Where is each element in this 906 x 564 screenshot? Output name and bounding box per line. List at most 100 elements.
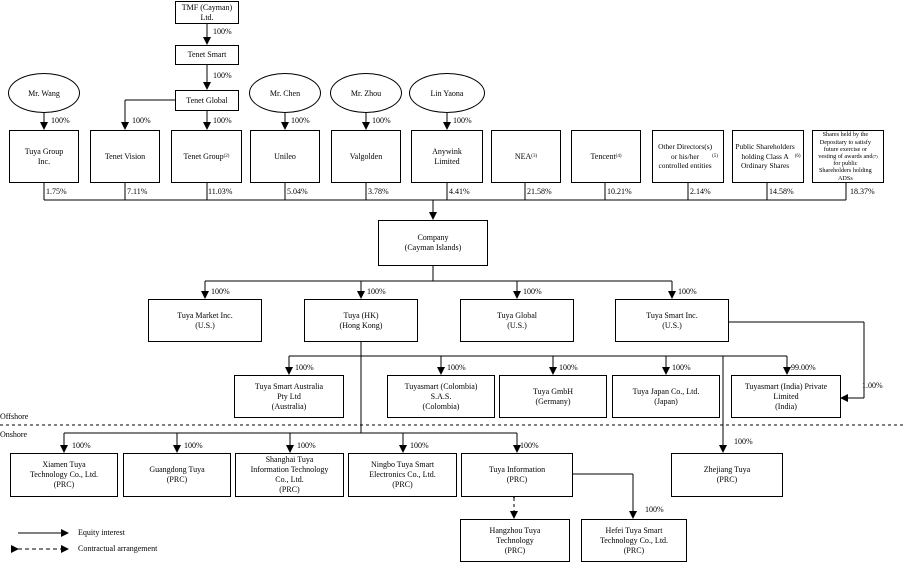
- public-shareholders-label: Public Shareholders holding Class A Ordi…: [735, 142, 795, 171]
- other-directors-box: Other Directors(s) or his/her controlled…: [652, 130, 724, 183]
- nea-box: NEA(3): [491, 130, 561, 183]
- public-shareholders-footnote: (6): [794, 153, 801, 159]
- hk-pct: 100%: [367, 287, 386, 296]
- tencent-box: Tencent(4): [571, 130, 641, 183]
- colombia-pct: 100%: [447, 363, 466, 372]
- mr-chen-oval: Mr. Chen: [249, 73, 321, 113]
- legend-contractual-label: Contractual arrangement: [78, 544, 158, 553]
- depositary-shares-label: Shares held by the Depositary to satisfy…: [818, 131, 873, 182]
- valgolden-label: Valgolden: [349, 151, 383, 161]
- lin-yaona-label: Lin Yaona: [430, 88, 464, 98]
- guangdong-pct: 100%: [184, 441, 203, 450]
- tuya-hk-box: Tuya (HK) (Hong Kong): [304, 299, 418, 342]
- depositary-pct: 18.37%: [850, 187, 875, 196]
- unileo-pct: 5.04%: [287, 187, 308, 196]
- anywink-box: Anywink Limited: [411, 130, 483, 183]
- market-pct: 100%: [211, 287, 230, 296]
- offshore-label: Offshore: [0, 412, 29, 421]
- tuya-market-box: Tuya Market Inc. (U.S.): [148, 299, 262, 342]
- tuya-hk-label: Tuya (HK) (Hong Kong): [339, 310, 383, 330]
- zhejiang-tuya-label: Zhejiang Tuya (PRC): [703, 465, 751, 484]
- tuya-group-label: Tuya Group Inc.: [24, 146, 64, 166]
- ningbo-pct: 100%: [410, 441, 429, 450]
- nea-footnote: (3): [531, 153, 538, 159]
- tenet-global-label: Tenet Global: [186, 95, 228, 105]
- tuya-japan-label: Tuya Japan Co., Ltd. (Japan): [632, 386, 700, 406]
- hangzhou-tuya-label: Hangzhou Tuya Technology (PRC): [489, 525, 541, 555]
- australia-pct: 100%: [295, 363, 314, 372]
- tuya-india-label: Tuyasmart (India) Private Limited (India…: [744, 381, 828, 411]
- guangdong-tuya-box: Guangdong Tuya (PRC): [123, 453, 231, 497]
- zhejiang-pct: 100%: [734, 437, 753, 446]
- ningbo-tuya-box: Ningbo Tuya Smart Electronics Co., Ltd. …: [348, 453, 457, 497]
- hangzhou-tuya-box: Hangzhou Tuya Technology (PRC): [460, 519, 570, 562]
- tenet-group-label: Tenet Group: [183, 151, 224, 161]
- hefei-tuya-box: Hefei Tuya Smart Technology Co., Ltd. (P…: [581, 519, 687, 562]
- tuya-australia-box: Tuya Smart Australia Pty Ltd (Australia): [234, 375, 344, 418]
- tuya-australia-label: Tuya Smart Australia Pty Ltd (Australia): [254, 381, 324, 411]
- unileo-box: Unileo: [250, 130, 320, 183]
- onshore-label: Onshore: [0, 430, 28, 439]
- mr-chen-label: Mr. Chen: [269, 88, 301, 98]
- tencent-pct: 10.21%: [607, 187, 632, 196]
- tmf-pct: 100%: [213, 27, 232, 36]
- smart-inc-pct: 100%: [678, 287, 697, 296]
- depositary-shares-box: Shares held by the Depositary to satisfy…: [812, 130, 884, 183]
- tenet-vision-parent-pct: 100%: [132, 116, 151, 125]
- tencent-footnote: (4): [615, 153, 622, 159]
- global-pct: 100%: [523, 287, 542, 296]
- depositary-shares-footnote: (7): [872, 153, 878, 159]
- shanghai-pct: 100%: [297, 441, 316, 450]
- guangdong-tuya-label: Guangdong Tuya (PRC): [149, 465, 205, 484]
- tenet-smart-label: Tenet Smart: [187, 50, 227, 59]
- hefei-pct: 100%: [645, 505, 664, 514]
- tuya-market-label: Tuya Market Inc. (U.S.): [177, 310, 233, 330]
- shanghai-tuya-box: Shanghai Tuya Information Technology Co.…: [235, 453, 344, 497]
- valgolden-box: Valgolden: [331, 130, 401, 183]
- mr-wang-oval: Mr. Wang: [8, 73, 80, 113]
- tuya-germany-box: Tuya GmbH (Germany): [499, 375, 607, 418]
- tuya-group-pct: 1.75%: [46, 187, 67, 196]
- zhejiang-tuya-box: Zhejiang Tuya (PRC): [671, 453, 783, 497]
- tuya-india-box: Tuyasmart (India) Private Limited (India…: [731, 375, 841, 418]
- tuya-information-box: Tuya Information (PRC): [461, 453, 573, 497]
- tuya-global-label: Tuya Global (U.S.): [497, 310, 537, 330]
- public-pct: 14.58%: [769, 187, 794, 196]
- nea-label: NEA: [514, 151, 532, 161]
- india-smart-inc-pct: 1.00%: [862, 381, 883, 390]
- tuya-group-box: Tuya Group Inc.: [9, 130, 79, 183]
- nea-pct: 21.58%: [527, 187, 552, 196]
- tenet-group-parent-pct: 100%: [213, 116, 232, 125]
- tuya-germany-label: Tuya GmbH (Germany): [533, 386, 573, 406]
- tenet-vision-box: Tenet Vision: [90, 130, 160, 183]
- tenet-group-box: Tenet Group(2): [171, 130, 242, 183]
- information-pct: 100%: [520, 441, 539, 450]
- tuya-colombia-box: Tuyasmart (Colombia) S.A.S. (Colombia): [387, 375, 495, 418]
- lin-yaona-oval: Lin Yaona: [409, 73, 485, 113]
- zhou-pct: 100%: [372, 116, 391, 125]
- tuya-smart-inc-label: Tuya Smart Inc. (U.S.): [646, 310, 698, 330]
- india-pct: 99.00%: [791, 363, 816, 372]
- shanghai-tuya-label: Shanghai Tuya Information Technology Co.…: [250, 455, 329, 494]
- xiamen-pct: 100%: [72, 441, 91, 450]
- mr-zhou-oval: Mr. Zhou: [330, 73, 402, 113]
- tenet-smart-box: Tenet Smart: [175, 45, 239, 65]
- tencent-label: Tencent: [590, 151, 616, 161]
- tmf-cayman-label: TMF (Cayman) Ltd.: [181, 2, 233, 22]
- xiamen-tuya-label: Xiamen Tuya Technology Co., Ltd. (PRC): [29, 460, 99, 489]
- tenet-group-footnote: (2): [223, 153, 230, 159]
- legend-equity-label: Equity interest: [78, 528, 125, 537]
- mr-wang-label: Mr. Wang: [28, 88, 60, 98]
- lin-pct: 100%: [453, 116, 472, 125]
- unileo-label: Unileo: [274, 151, 296, 161]
- public-shareholders-box: Public Shareholders holding Class A Ordi…: [732, 130, 804, 183]
- anywink-label: Anywink Limited: [432, 146, 462, 166]
- hefei-tuya-label: Hefei Tuya Smart Technology Co., Ltd. (P…: [599, 525, 669, 555]
- company-box: Company (Cayman Islands): [378, 220, 488, 266]
- company-label: Company (Cayman Islands): [404, 233, 462, 252]
- tuya-japan-box: Tuya Japan Co., Ltd. (Japan): [612, 375, 720, 418]
- chen-pct: 100%: [291, 116, 310, 125]
- other-directors-pct: 2.14%: [690, 187, 711, 196]
- tenet-vision-label: Tenet Vision: [104, 151, 146, 161]
